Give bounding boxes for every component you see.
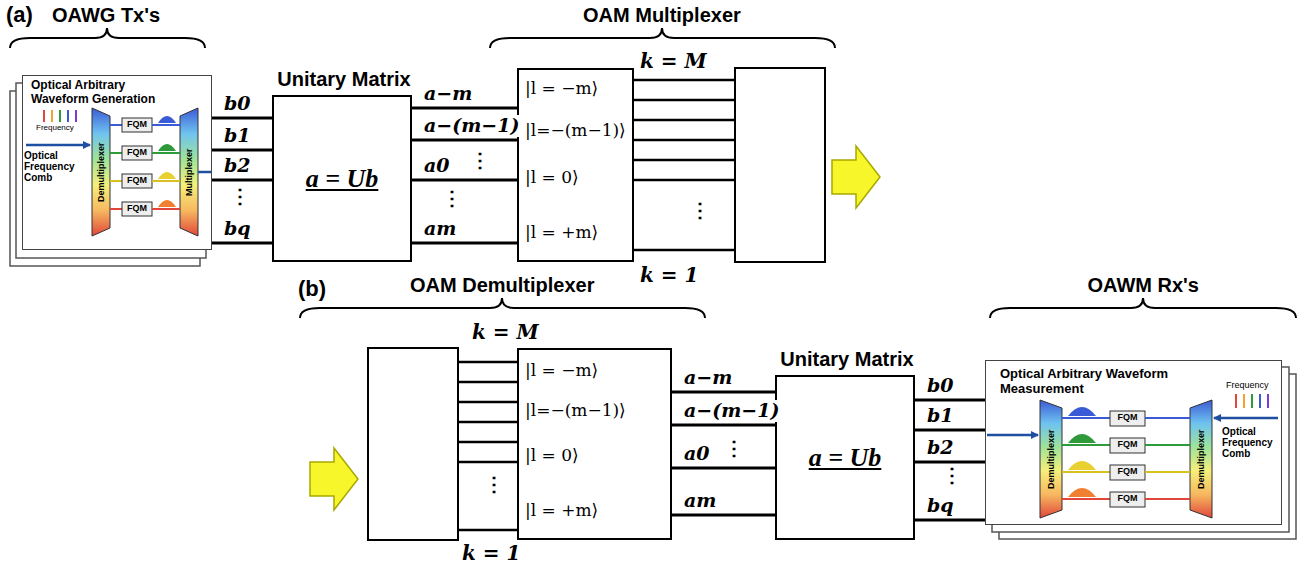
signal-label: b0: [222, 93, 253, 115]
ellipsis: ⋮: [688, 200, 712, 220]
matrix-equation: a = Ub: [274, 164, 410, 194]
matrix-box: Unitary Matrixa = Ub: [272, 95, 412, 262]
ellipsis: ⋮: [468, 150, 492, 170]
signal-label: a0: [682, 443, 712, 465]
signal-line: [212, 117, 272, 120]
component-label: FQM: [122, 119, 152, 129]
signal-label: a−(m−1): [422, 115, 521, 137]
mode-line: [634, 119, 735, 122]
signal-label: b0: [925, 375, 956, 397]
group-heading: OAM Demultiplexer: [410, 274, 594, 297]
ellipsis: ⋮: [440, 188, 464, 208]
oam-mode-label: |l = −m⟩: [525, 360, 598, 380]
mode-converter-box: [368, 348, 458, 540]
signal-label: a−m: [422, 83, 474, 105]
ellipsis: ⋮: [940, 465, 964, 485]
signal-line: [672, 514, 775, 517]
mode-converter-box: [735, 68, 825, 262]
beam-arrow: [832, 146, 880, 208]
signal-line: [672, 391, 775, 394]
signal-line: [915, 519, 985, 522]
group-heading: OAWM Rx's: [1088, 274, 1199, 297]
brace: [10, 28, 1296, 318]
axis-label: Frequency: [36, 123, 86, 132]
component-label: FQM: [122, 147, 152, 157]
component-label: Multiplexer: [184, 148, 194, 196]
group-heading: OAWG Tx's: [52, 4, 160, 27]
figure-label: (b): [298, 276, 326, 301]
component-label: FQM: [122, 175, 152, 185]
panel-heading: Optical Arbitrary Waveform Generation: [31, 79, 181, 107]
source-label: Optical Frequency Comb: [1222, 426, 1282, 459]
mode-line: [634, 159, 735, 162]
signal-line: [915, 429, 985, 432]
component-label: Demultiplexer: [96, 142, 106, 202]
signal-line: [212, 149, 272, 152]
component-label: Demultiplexer: [1196, 429, 1206, 489]
matrix-box: Unitary Matrixa = Ub: [775, 375, 915, 540]
mode-line: [634, 99, 735, 102]
box-heading: Unitary Matrix: [747, 347, 947, 371]
signal-label: b2: [925, 437, 956, 459]
signal-line: [412, 242, 517, 245]
signal-line: [212, 242, 272, 245]
signal-line: [412, 179, 517, 182]
component-label: Demultiplexer: [1046, 429, 1056, 489]
signal-label: b2: [222, 155, 253, 177]
oam-mode-label: |l=−(m−1)⟩: [525, 120, 626, 140]
signal-line: [672, 467, 775, 470]
oam-mode-label: |l = 0⟩: [525, 167, 579, 187]
group-heading: OAM Multiplexer: [583, 4, 741, 27]
oam-mode-box: |l = −m⟩ |l=−(m−1)⟩ |l = 0⟩ |l = +m⟩: [517, 68, 634, 262]
box-heading: Unitary Matrix: [244, 67, 444, 91]
ellipsis: ⋮: [482, 474, 506, 494]
figure-label: (a): [6, 2, 33, 27]
signal-line: [412, 139, 517, 142]
component-label: FQM: [1110, 412, 1145, 422]
source-label: Optical Frequency Comb: [24, 150, 86, 183]
signal-label: b1: [222, 125, 253, 147]
oam-mode-label: |l = +m⟩: [525, 222, 598, 242]
signal-label: am: [422, 218, 458, 240]
signal-label: b1: [925, 405, 956, 427]
mode-line: [634, 139, 735, 142]
component-label: FQM: [122, 203, 152, 213]
mode-index: k = M: [472, 321, 539, 344]
mode-line: [634, 249, 735, 252]
oam-mode-label: |l = 0⟩: [525, 445, 579, 465]
mode-lines: [458, 362, 517, 530]
oawg-illustration: [10, 75, 212, 266]
mode-index: k = 1: [462, 542, 520, 565]
beam-arrow: [310, 448, 358, 510]
oam-mode-label: |l = +m⟩: [525, 500, 598, 520]
oam-mode-box: |l = −m⟩ |l=−(m−1)⟩ |l = 0⟩ |l = +m⟩: [517, 348, 672, 540]
oam-mode-label: |l=−(m−1)⟩: [525, 400, 626, 420]
signal-label: a−(m−1): [682, 400, 781, 422]
signal-line: [672, 424, 775, 427]
signal-label: bq: [925, 495, 956, 517]
mode-line: [634, 79, 735, 82]
signal-line: [915, 461, 985, 464]
panel-heading: Optical Arbitrary Waveform Measurement: [1000, 367, 1210, 397]
matrix-equation: a = Ub: [777, 443, 913, 473]
signal-line: [412, 107, 517, 110]
signal-line: [915, 399, 985, 402]
axis-label: Frequency: [1226, 380, 1282, 390]
mode-index: k = 1: [640, 264, 698, 287]
signal-label: am: [682, 490, 718, 512]
mode-line: [634, 179, 735, 182]
signal-label: bq: [222, 218, 253, 240]
oam-mode-label: |l = −m⟩: [525, 78, 598, 98]
signal-label: a−m: [682, 367, 734, 389]
ellipsis: ⋮: [722, 438, 746, 458]
oawm-illustration: [985, 360, 1296, 539]
signal-line: [212, 179, 272, 182]
ellipsis: ⋮: [228, 186, 252, 206]
component-label: FQM: [1110, 466, 1145, 476]
signal-label: a0: [422, 155, 452, 177]
mode-index: k = M: [640, 50, 707, 73]
component-label: FQM: [1110, 493, 1145, 503]
component-label: FQM: [1110, 439, 1145, 449]
